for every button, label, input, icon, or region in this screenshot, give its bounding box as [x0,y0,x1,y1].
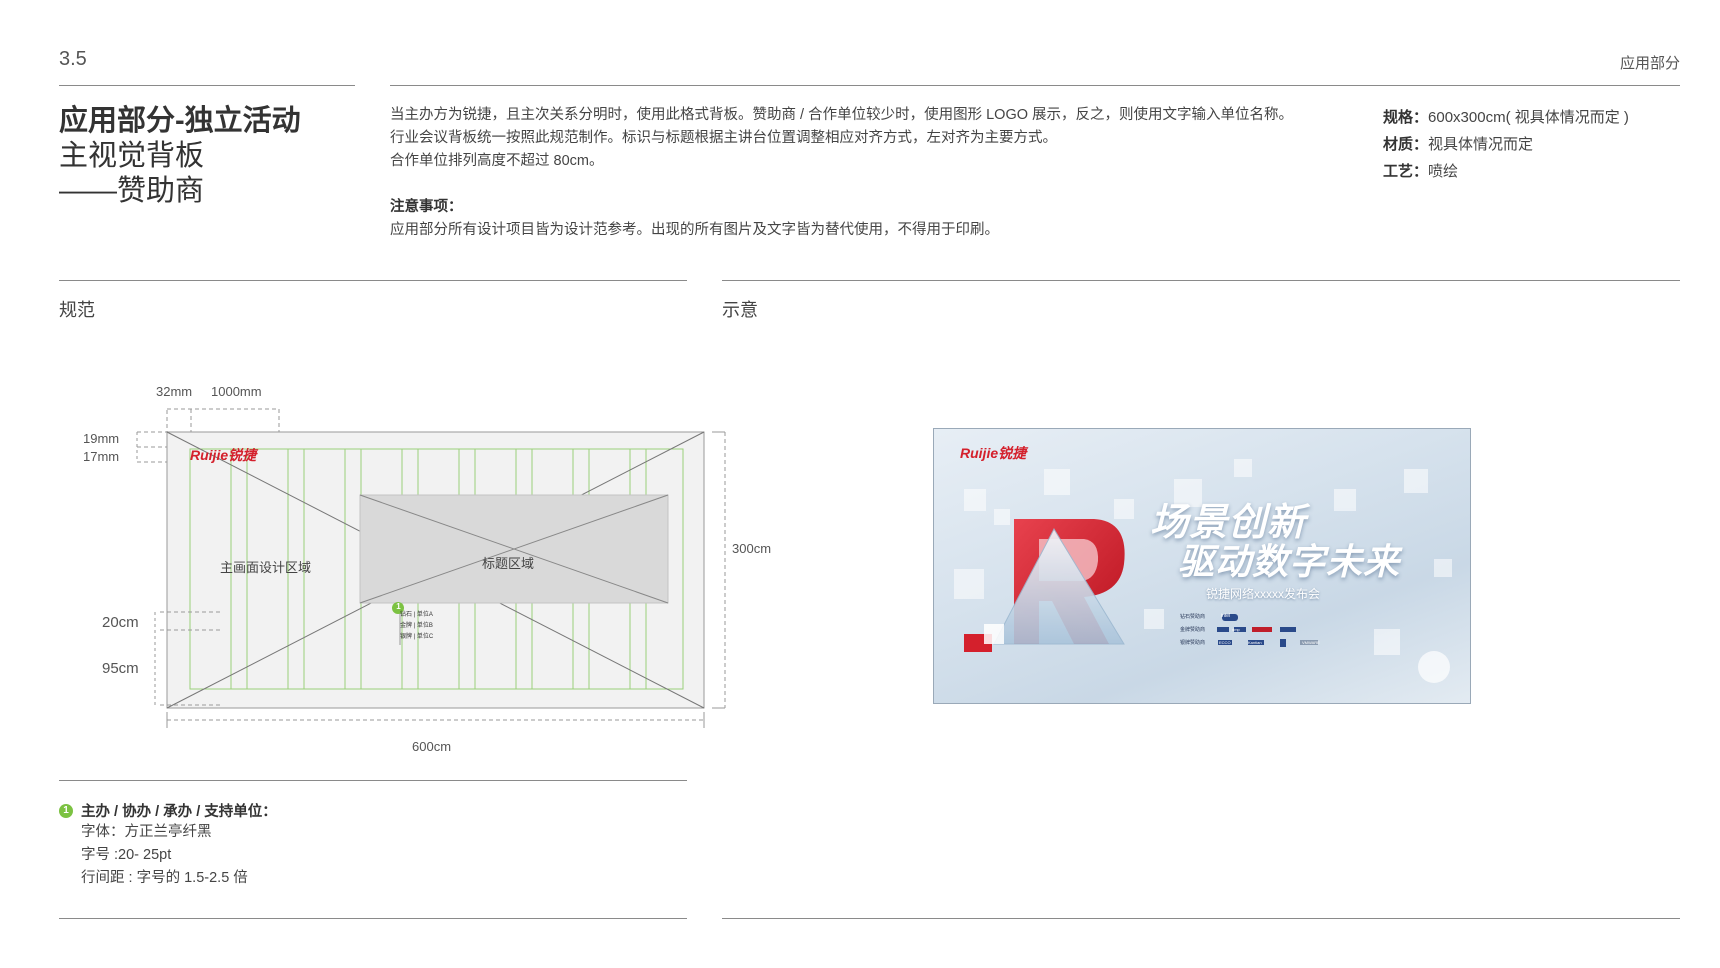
preview-logo-marks [1217,614,1318,647]
description-p3: 合作单位排列高度不超过 80cm。 [390,153,604,169]
legend-leading: 行间距 : 字号的 1.5-2.5 倍 [81,870,248,886]
note-heading: 注意事项： [390,199,463,215]
dim-19mm: 19mm [83,431,120,446]
spec-size-key: 规格： [1383,109,1429,126]
title-line-3: ——赞助商 [59,175,205,207]
description: 当主办方为锐捷，且主次关系分明时，使用此格式背板。赞助商 / 合作单位较少时，使… [390,104,1370,173]
spec-process-key: 工艺： [1383,163,1429,180]
sponsor-row: 银牌 | 单位C [400,634,434,640]
preview-image: Ruijie锐捷 场景创新 驱动数字未来 锐捷网络xxxxx发布会 钻石赞助商 … [933,428,1471,704]
description-p2: 行业会议背板统一按照此规范制作。标识与标题根据主讲台位置调整相应对齐方式，左对齐… [390,130,1057,146]
dim-17mm: 17mm [83,449,120,464]
main-area-label: 主画面设计区域 [220,560,312,575]
grid-frame [189,448,684,690]
spec-material: 材质：视具体情况而定 [1383,131,1629,158]
preview-subline: 锐捷网络xxxxx发布会 [1206,587,1321,601]
brand-logo-dmp: dmp [1232,627,1240,632]
sponsor-row: 钻石 | 单位A [400,612,433,618]
diagram-badge-number: 1 [396,602,401,611]
spec-diagram [136,408,726,728]
page-number: 3.5 [59,48,87,70]
dim-95cm: 95cm [102,660,139,677]
spec-size-value: 600x300cm( 视具体情况而定 ) [1428,109,1629,126]
diagram-logo: Ruijie锐捷 [190,447,257,463]
page-title: 应用部分-独立活动 主视觉背板 ——赞助商 [59,104,301,209]
spec-list: 规格：600x300cm( 视具体情况而定 ) 材质：视具体情况而定 工艺：喷绘 [1383,104,1629,185]
spec-size: 规格：600x300cm( 视具体情况而定 ) [1383,104,1629,131]
section-label: 应用部分 [1619,55,1680,72]
legend-rule [59,780,687,781]
preview-headline-2: 驱动数字未来 [1178,541,1401,582]
dim-32mm: 32mm [156,384,193,399]
legend-font: 字体：方正兰亭纤黑 [81,824,212,840]
legend-heading: 主办 / 协办 / 承办 / 支持单位： [81,804,277,820]
brand-logo-intel: intel [1221,613,1231,619]
tier-label: 金牌赞助商 [1180,627,1206,633]
dim-20cm: 20cm [102,614,139,631]
tier-label: 银牌赞助商 [1180,640,1206,646]
tier-label: 钻石赞助商 [1180,614,1206,620]
title-area-label: 标题区域 [482,556,535,571]
preview-tier-labels: 钻石赞助商 金牌赞助商 银牌赞助商 [1180,611,1205,650]
spec-process: 工艺：喷绘 [1383,158,1629,185]
dim-600cm: 600cm [412,739,452,754]
legend-heading-row: 1 主办 / 协办 / 承办 / 支持单位： [59,800,277,821]
bottom-rule-right [722,918,1680,919]
preview-logo: Ruijie锐捷 [960,445,1027,461]
desc-rule [390,85,1680,86]
spec-material-value: 视具体情况而定 [1428,136,1534,153]
preview-artwork [954,459,1452,683]
title-line-2: 主视觉背板 [59,140,205,172]
title-rule [59,85,355,86]
sponsor-rows: 钻石 | 单位A 金牌 | 单位B 银牌 | 单位C [400,610,433,643]
legend-badge: 1 [59,803,73,818]
sphere [1418,651,1450,683]
spec-panel-rule [59,280,687,281]
dim-1000mm: 1000mm [211,384,262,399]
brand-logo-ecco: ECCO [1219,640,1231,645]
note-text: 应用部分所有设计项目皆为设计范参考。出现的所有图片及文字皆为替代使用，不得用于印… [390,222,999,238]
spec-panel-heading: 规范 [59,300,95,320]
brand-logo-kantian: Kantian [1248,640,1262,645]
sponsor-row: 金牌 | 单位B [400,623,433,629]
description-p1: 当主办方为锐捷，且主次关系分明时，使用此格式背板。赞助商 / 合作单位较少时，使… [390,107,1294,123]
bottom-rule-left [59,918,687,919]
title-line-1: 应用部分-独立活动 [59,105,301,137]
preview-panel-heading: 示意 [722,300,758,320]
triangle-shape [993,527,1125,645]
dim-300cm: 300cm [732,541,772,556]
spec-material-key: 材质： [1383,136,1429,153]
badge-circle [392,602,404,614]
brand-logo-vmware: VMWARE [1302,640,1320,645]
preview-headline-1: 场景创新 [1150,502,1307,544]
preview-panel-rule [722,280,1680,281]
title-area-diagonal-2 [359,494,669,604]
legend-size: 字号 :20- 25pt [81,847,172,863]
spec-process-value: 喷绘 [1428,163,1459,180]
bg-cubes [954,459,1452,655]
legend: 1 主办 / 协办 / 承办 / 支持单位： 字体：方正兰亭纤黑 字号 :20-… [59,800,277,890]
